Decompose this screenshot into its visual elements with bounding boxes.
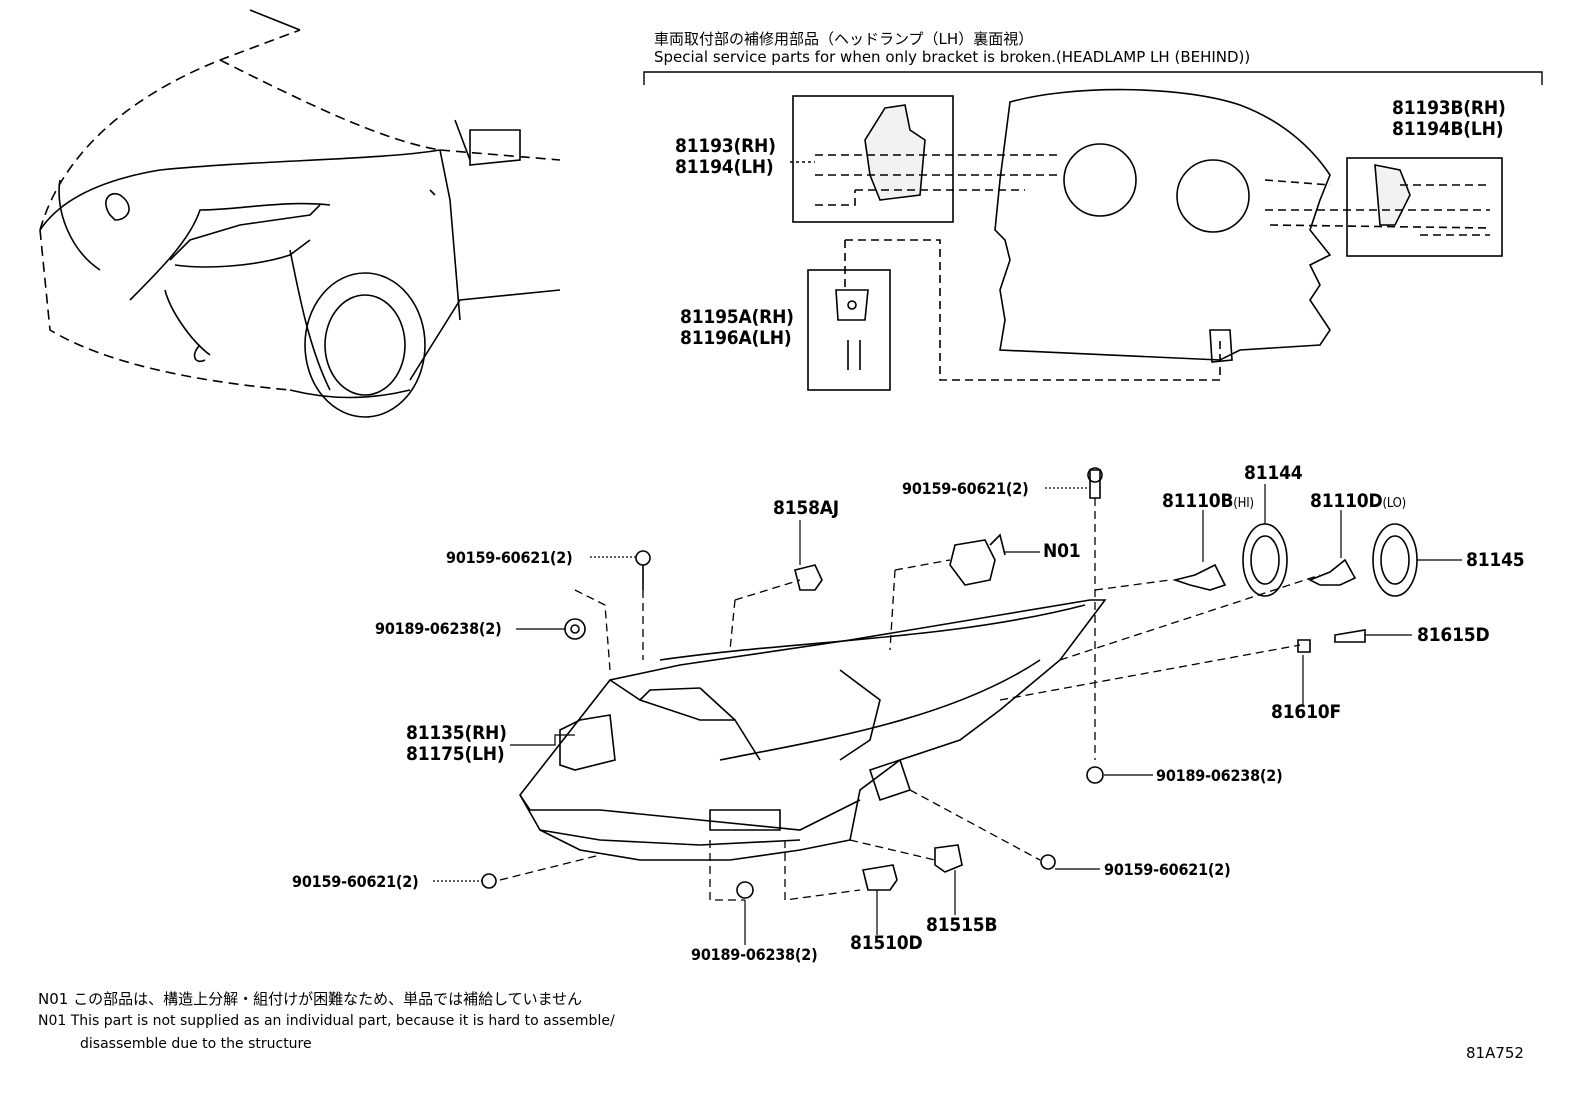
part-label-81110b-number: 81110B — [1162, 490, 1234, 512]
part-label-81615d[interactable]: 81615D — [1417, 624, 1490, 646]
part-label-90189-a[interactable]: 90189-06238(2) — [375, 619, 502, 638]
headlamp-assembly-art — [519, 599, 1107, 861]
note-n01-en-line1: N01 This part is not supplied as an indi… — [38, 1013, 615, 1029]
part-label-81135[interactable]: 81135(RH) — [406, 722, 507, 744]
bracket-81193b-box — [1346, 157, 1503, 257]
headlamp-behind-outline — [994, 88, 1332, 361]
part-label-n01[interactable]: N01 — [1043, 540, 1081, 562]
part-label-81144[interactable]: 81144 — [1244, 462, 1303, 484]
part-label-81110d[interactable]: 81110D(LO) — [1310, 490, 1406, 515]
part-label-81193[interactable]: 81193(RH) — [675, 135, 776, 157]
special-parts-bracket-line — [643, 71, 1543, 85]
header-en: Special service parts for when only brac… — [654, 48, 1251, 66]
part-label-81195a[interactable]: 81195A(RH) — [680, 306, 794, 328]
bracket-81193-box — [792, 95, 954, 223]
note-n01-jp: N01 この部品は、構造上分解・組付けが困難なため、単品では補給していません — [38, 990, 583, 1008]
part-label-81194[interactable]: 81194(LH) — [675, 156, 774, 178]
part-label-81196a[interactable]: 81196A(LH) — [680, 327, 792, 349]
part-label-81175[interactable]: 81175(LH) — [406, 743, 505, 765]
part-label-81510d[interactable]: 81510D — [850, 932, 923, 954]
part-label-90159-d[interactable]: 90159-60621(2) — [292, 872, 419, 891]
diagram-code: 81A752 — [1466, 1044, 1524, 1062]
part-label-81515b[interactable]: 81515B — [926, 914, 998, 936]
dashed-leader-lines — [499, 498, 1321, 901]
part-label-90159-c[interactable]: 90159-60621(2) — [1104, 860, 1231, 879]
part-label-81610f[interactable]: 81610F — [1271, 701, 1341, 723]
label-leader-lines — [433, 484, 1462, 945]
part-label-81110d-number: 81110D — [1310, 490, 1383, 512]
part-label-81110d-qualifier: (LO) — [1382, 496, 1407, 511]
part-label-81110b[interactable]: 81110B(HI) — [1162, 490, 1254, 515]
note-n01-en-line2: disassemble due to the structure — [80, 1036, 312, 1052]
part-label-81193b[interactable]: 81193B(RH) — [1392, 97, 1506, 119]
part-label-90189-c[interactable]: 90189-06238(2) — [691, 945, 818, 964]
part-label-90159-a[interactable]: 90159-60621(2) — [446, 548, 573, 567]
part-label-90159-b[interactable]: 90159-60621(2) — [902, 479, 1029, 498]
car-front-illustration — [39, 9, 561, 418]
part-label-90189-b[interactable]: 90189-06238(2) — [1156, 766, 1283, 785]
small-parts-art — [481, 467, 1418, 899]
part-label-81110b-qualifier: (HI) — [1233, 496, 1254, 511]
part-label-81145[interactable]: 81145 — [1466, 549, 1525, 571]
header-jp: 車両取付部の補修用部品（ヘッドランプ（LH）裏面視） — [654, 30, 1034, 48]
part-label-81194b[interactable]: 81194B(LH) — [1392, 118, 1504, 140]
bracket-81195a-box — [807, 269, 891, 391]
part-label-8158aj[interactable]: 8158AJ — [773, 497, 839, 519]
